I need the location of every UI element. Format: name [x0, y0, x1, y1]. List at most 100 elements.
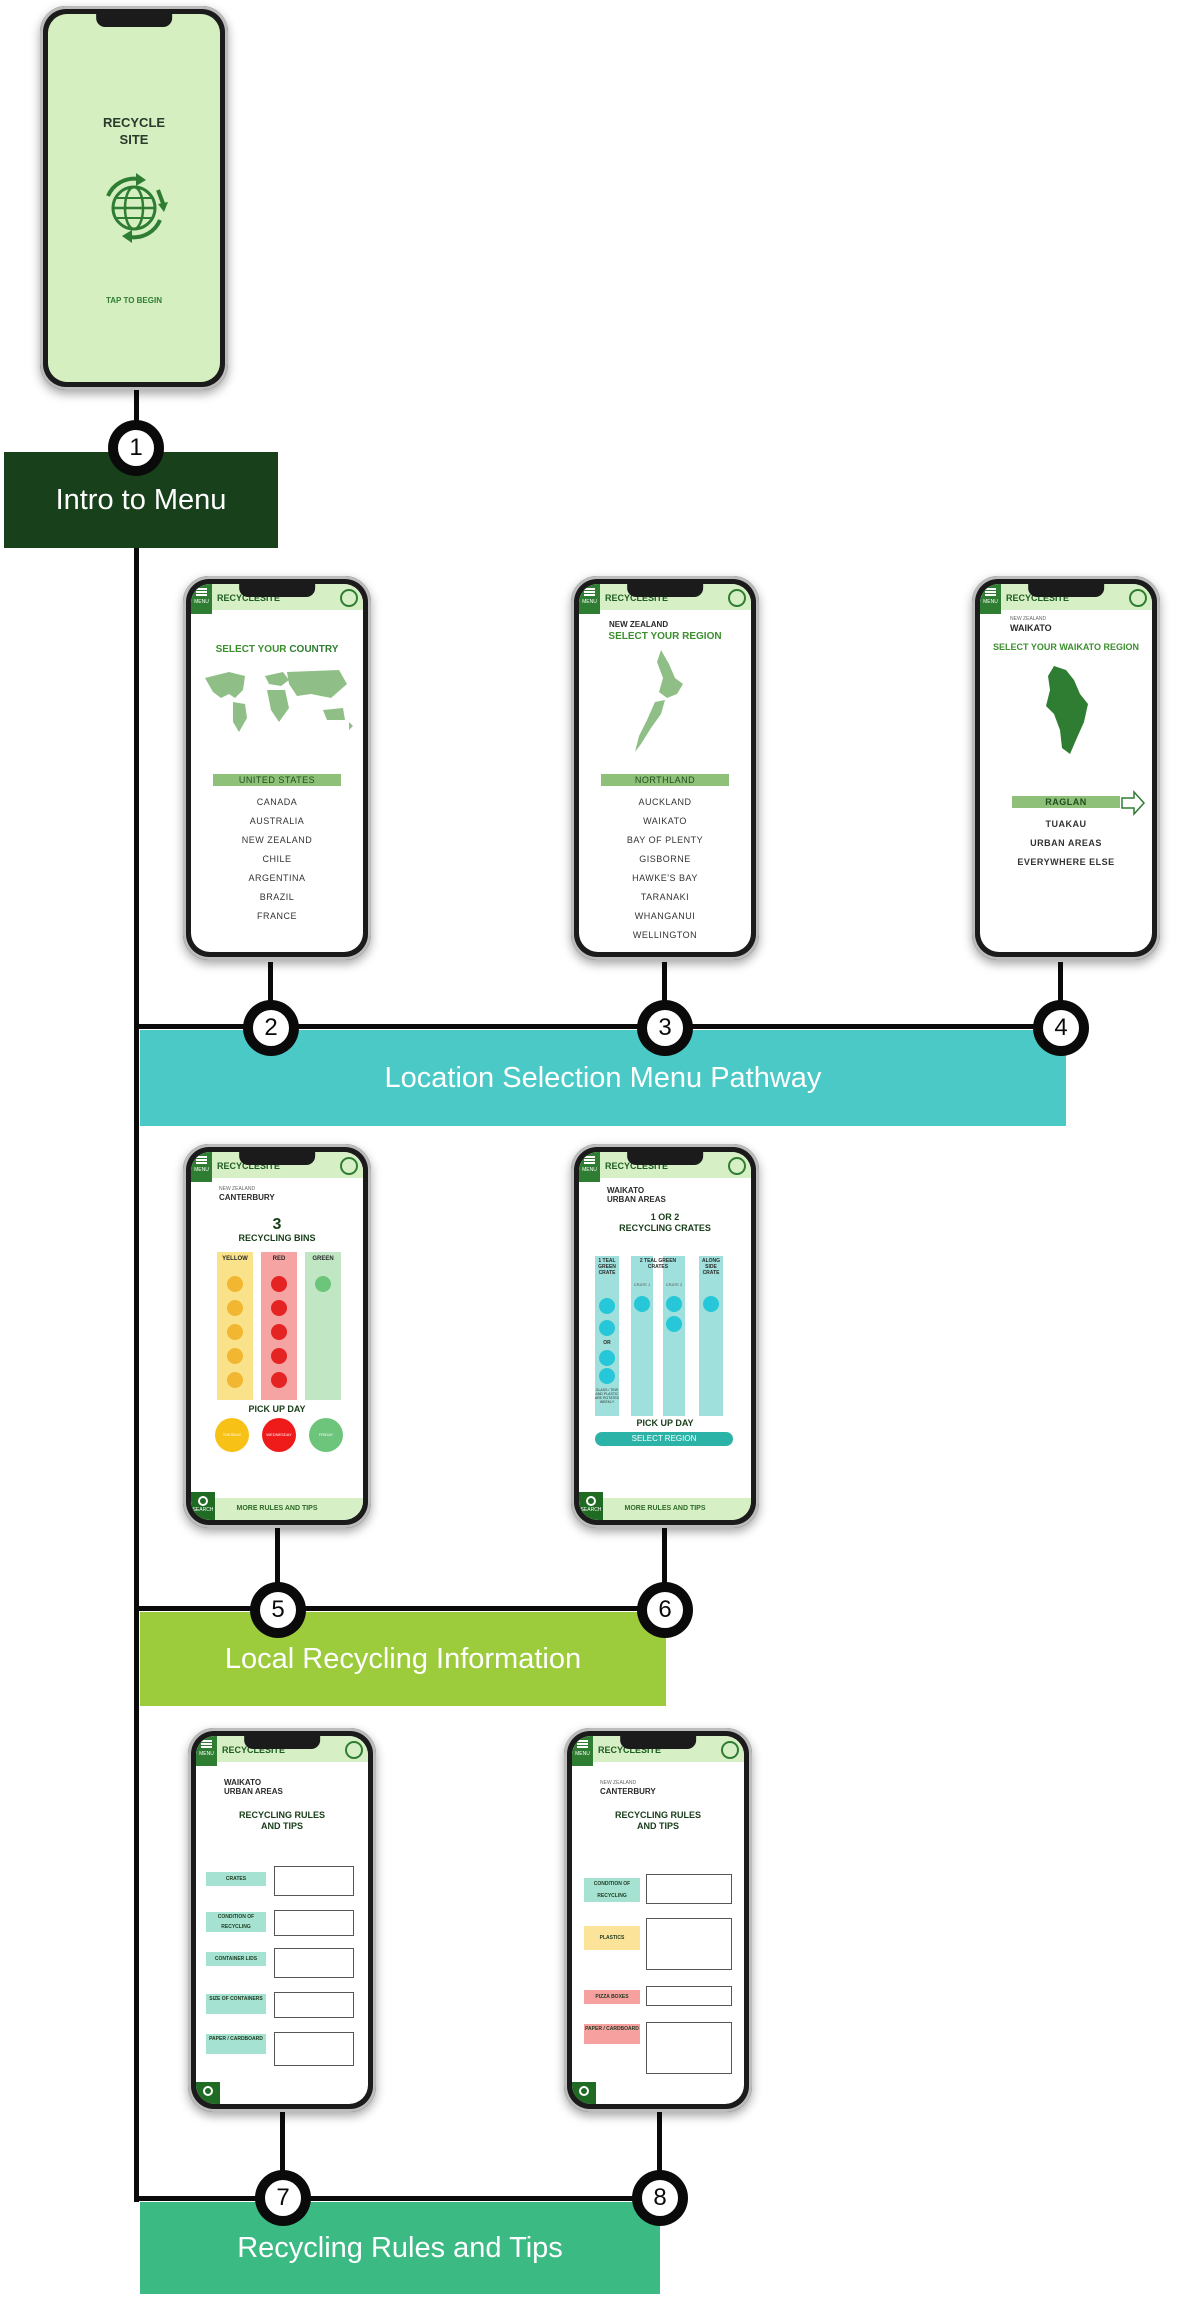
rules-branch-line: [134, 2196, 664, 2201]
pickup-heading: PICK UP DAY: [248, 1404, 306, 1414]
area-option[interactable]: TUAKAU: [1045, 819, 1087, 829]
rule-label[interactable]: PAPER / CARDBOARD: [206, 2034, 266, 2054]
rule-label[interactable]: PLASTICS: [584, 1926, 640, 1950]
rotation-note: GLASS / TINS AND PLASTIC ARE ROTATED WEE…: [594, 1388, 620, 1404]
region-option[interactable]: WAIKATO: [643, 816, 687, 826]
globe-icon[interactable]: [728, 589, 746, 607]
menu-button[interactable]: MENU: [980, 584, 1001, 614]
menu-button[interactable]: MENU: [572, 1736, 593, 1766]
area-option[interactable]: EVERYWHERE ELSE: [1017, 857, 1115, 867]
region-screen: MENU RECYCLESITE NEW ZEALAND SELECT YOUR…: [579, 584, 751, 952]
step-number: 8: [640, 2178, 680, 2218]
globe-icon[interactable]: [1129, 589, 1147, 607]
step-number: 7: [263, 2178, 303, 2218]
area-option-selected[interactable]: RAGLAN: [1012, 796, 1120, 808]
step-badge-4: 4: [1033, 1000, 1089, 1056]
country-option[interactable]: AUSTRALIA: [249, 816, 305, 826]
globe-icon[interactable]: [721, 1741, 739, 1759]
region-option[interactable]: WELLINGTON: [632, 930, 698, 940]
phone-splash: RECYCLE SITE TAP TO BEGIN: [40, 6, 228, 390]
phone-canterbury-bins: MENU RECYCLESITE NEW ZEALAND CANTERBURY …: [183, 1144, 371, 1528]
brand-name: RECYCLESITE: [1006, 593, 1070, 603]
rule-label[interactable]: SIZE OF CONTAINERS: [206, 1994, 266, 2014]
search-button[interactable]: [196, 2082, 220, 2104]
region-option[interactable]: BAY OF PLENTY: [626, 835, 704, 845]
canterbury-rules-screen: MENU RECYCLESITE NEW ZEALAND CANTERBURY …: [572, 1736, 744, 2104]
globe-icon[interactable]: [340, 589, 358, 607]
rule-label[interactable]: CONTAINER LIDS: [206, 1952, 266, 1966]
country-option[interactable]: BRAZIL: [259, 892, 295, 902]
step-badge-5: 5: [250, 1582, 306, 1638]
country-breadcrumb: NEW ZEALAND: [219, 1186, 256, 1192]
country-option[interactable]: CHILE: [262, 854, 292, 864]
rule-label[interactable]: PIZZA BOXES: [584, 1990, 640, 2004]
phone-waikato-rules: MENU RECYCLESITE WAIKATO URBAN AREAS REC…: [188, 1728, 376, 2112]
crate-item-icon: [634, 1296, 650, 1312]
menu-button[interactable]: MENU: [191, 1152, 212, 1182]
search-button[interactable]: [572, 2082, 596, 2104]
pickup-heading: PICK UP DAY: [636, 1418, 694, 1428]
title-prefix: SELECT YOUR: [215, 644, 290, 655]
menu-button[interactable]: MENU: [579, 584, 600, 614]
rules-heading-2: AND TIPS: [636, 1821, 679, 1831]
waikato-map-icon[interactable]: [1040, 664, 1092, 756]
rules-heading-2: AND TIPS: [260, 1821, 303, 1831]
yellow-bin-item-icon: [227, 1324, 243, 1340]
crate-column-2a: [631, 1256, 653, 1416]
rule-label[interactable]: CONDITION OF RECYCLING: [206, 1912, 266, 1932]
search-icon: [203, 2086, 213, 2096]
menu-button[interactable]: MENU: [579, 1152, 600, 1182]
world-map-icon[interactable]: [199, 664, 355, 736]
region-option-selected[interactable]: NORTHLAND: [601, 774, 729, 786]
rule-label[interactable]: CONDITION OF RECYCLING: [584, 1878, 640, 1902]
select-region-button[interactable]: SELECT REGION: [595, 1432, 733, 1446]
search-button[interactable]: SEARCH: [191, 1492, 215, 1520]
step-number: 3: [645, 1008, 685, 1048]
stem-2: [268, 962, 273, 1024]
country-breadcrumb: NEW ZEALAND: [609, 620, 669, 629]
step-number: 2: [251, 1008, 291, 1048]
country-option-selected[interactable]: UNITED STATES: [213, 774, 341, 786]
brand-name: RECYCLESITE: [605, 593, 669, 603]
phone-notch: [627, 1152, 703, 1165]
local-branch-line: [134, 1606, 664, 1611]
globe-icon[interactable]: [340, 1157, 358, 1175]
splash-title-line2: SITE: [119, 132, 149, 147]
menu-label: MENU: [194, 599, 209, 605]
country-option[interactable]: CANADA: [256, 797, 298, 807]
region-option[interactable]: WHANGANUI: [634, 911, 696, 921]
new-zealand-map-icon[interactable]: [631, 648, 699, 758]
crate-sub-label-1: CRATE 1: [633, 1282, 651, 1287]
country-breadcrumb: NEW ZEALAND: [1010, 616, 1047, 622]
rule-label[interactable]: PAPER / CARDBOARD: [584, 2024, 640, 2044]
phone-notch: [1028, 584, 1104, 597]
region-list: NORTHLAND AUCKLAND WAIKATO BAY OF PLENTY…: [589, 774, 741, 945]
search-button[interactable]: SEARCH: [579, 1492, 603, 1520]
splash-screen[interactable]: RECYCLE SITE TAP TO BEGIN: [48, 14, 220, 382]
bin-count: 3: [272, 1216, 282, 1233]
phone-area-select: MENU RECYCLESITE NEW ZEALAND WAIKATO SEL…: [972, 576, 1160, 960]
rule-label[interactable]: CRATES: [206, 1872, 266, 1886]
country-option[interactable]: FRANCE: [256, 911, 297, 921]
globe-icon[interactable]: [728, 1157, 746, 1175]
region-option[interactable]: GISBORNE: [639, 854, 691, 864]
step-badge-8: 8: [632, 2170, 688, 2226]
more-rules-button[interactable]: MORE RULES AND TIPS: [579, 1498, 751, 1520]
globe-icon[interactable]: [345, 1741, 363, 1759]
region-option[interactable]: AUCKLAND: [638, 797, 692, 807]
menu-button[interactable]: MENU: [196, 1736, 217, 1766]
tap-to-begin[interactable]: TAP TO BEGIN: [105, 296, 162, 305]
area-option[interactable]: URBAN AREAS: [1030, 838, 1102, 848]
country-option[interactable]: ARGENTINA: [248, 873, 306, 883]
country-screen: MENU RECYCLESITE SELECT YOUR COUNTRY UNI…: [191, 584, 363, 952]
rule-detail: [274, 1866, 354, 1896]
more-rules-button[interactable]: MORE RULES AND TIPS: [191, 1498, 363, 1520]
region-breadcrumb: WAIKATO: [607, 1186, 645, 1195]
crate-item-icon: [666, 1316, 682, 1332]
menu-button[interactable]: MENU: [191, 584, 212, 614]
menu-label: MENU: [582, 599, 597, 605]
region-option[interactable]: HAWKE'S BAY: [632, 873, 698, 883]
country-option[interactable]: NEW ZEALAND: [241, 835, 313, 845]
region-option[interactable]: TARANAKI: [640, 892, 690, 902]
region-breadcrumb: CANTERBURY: [600, 1787, 656, 1796]
